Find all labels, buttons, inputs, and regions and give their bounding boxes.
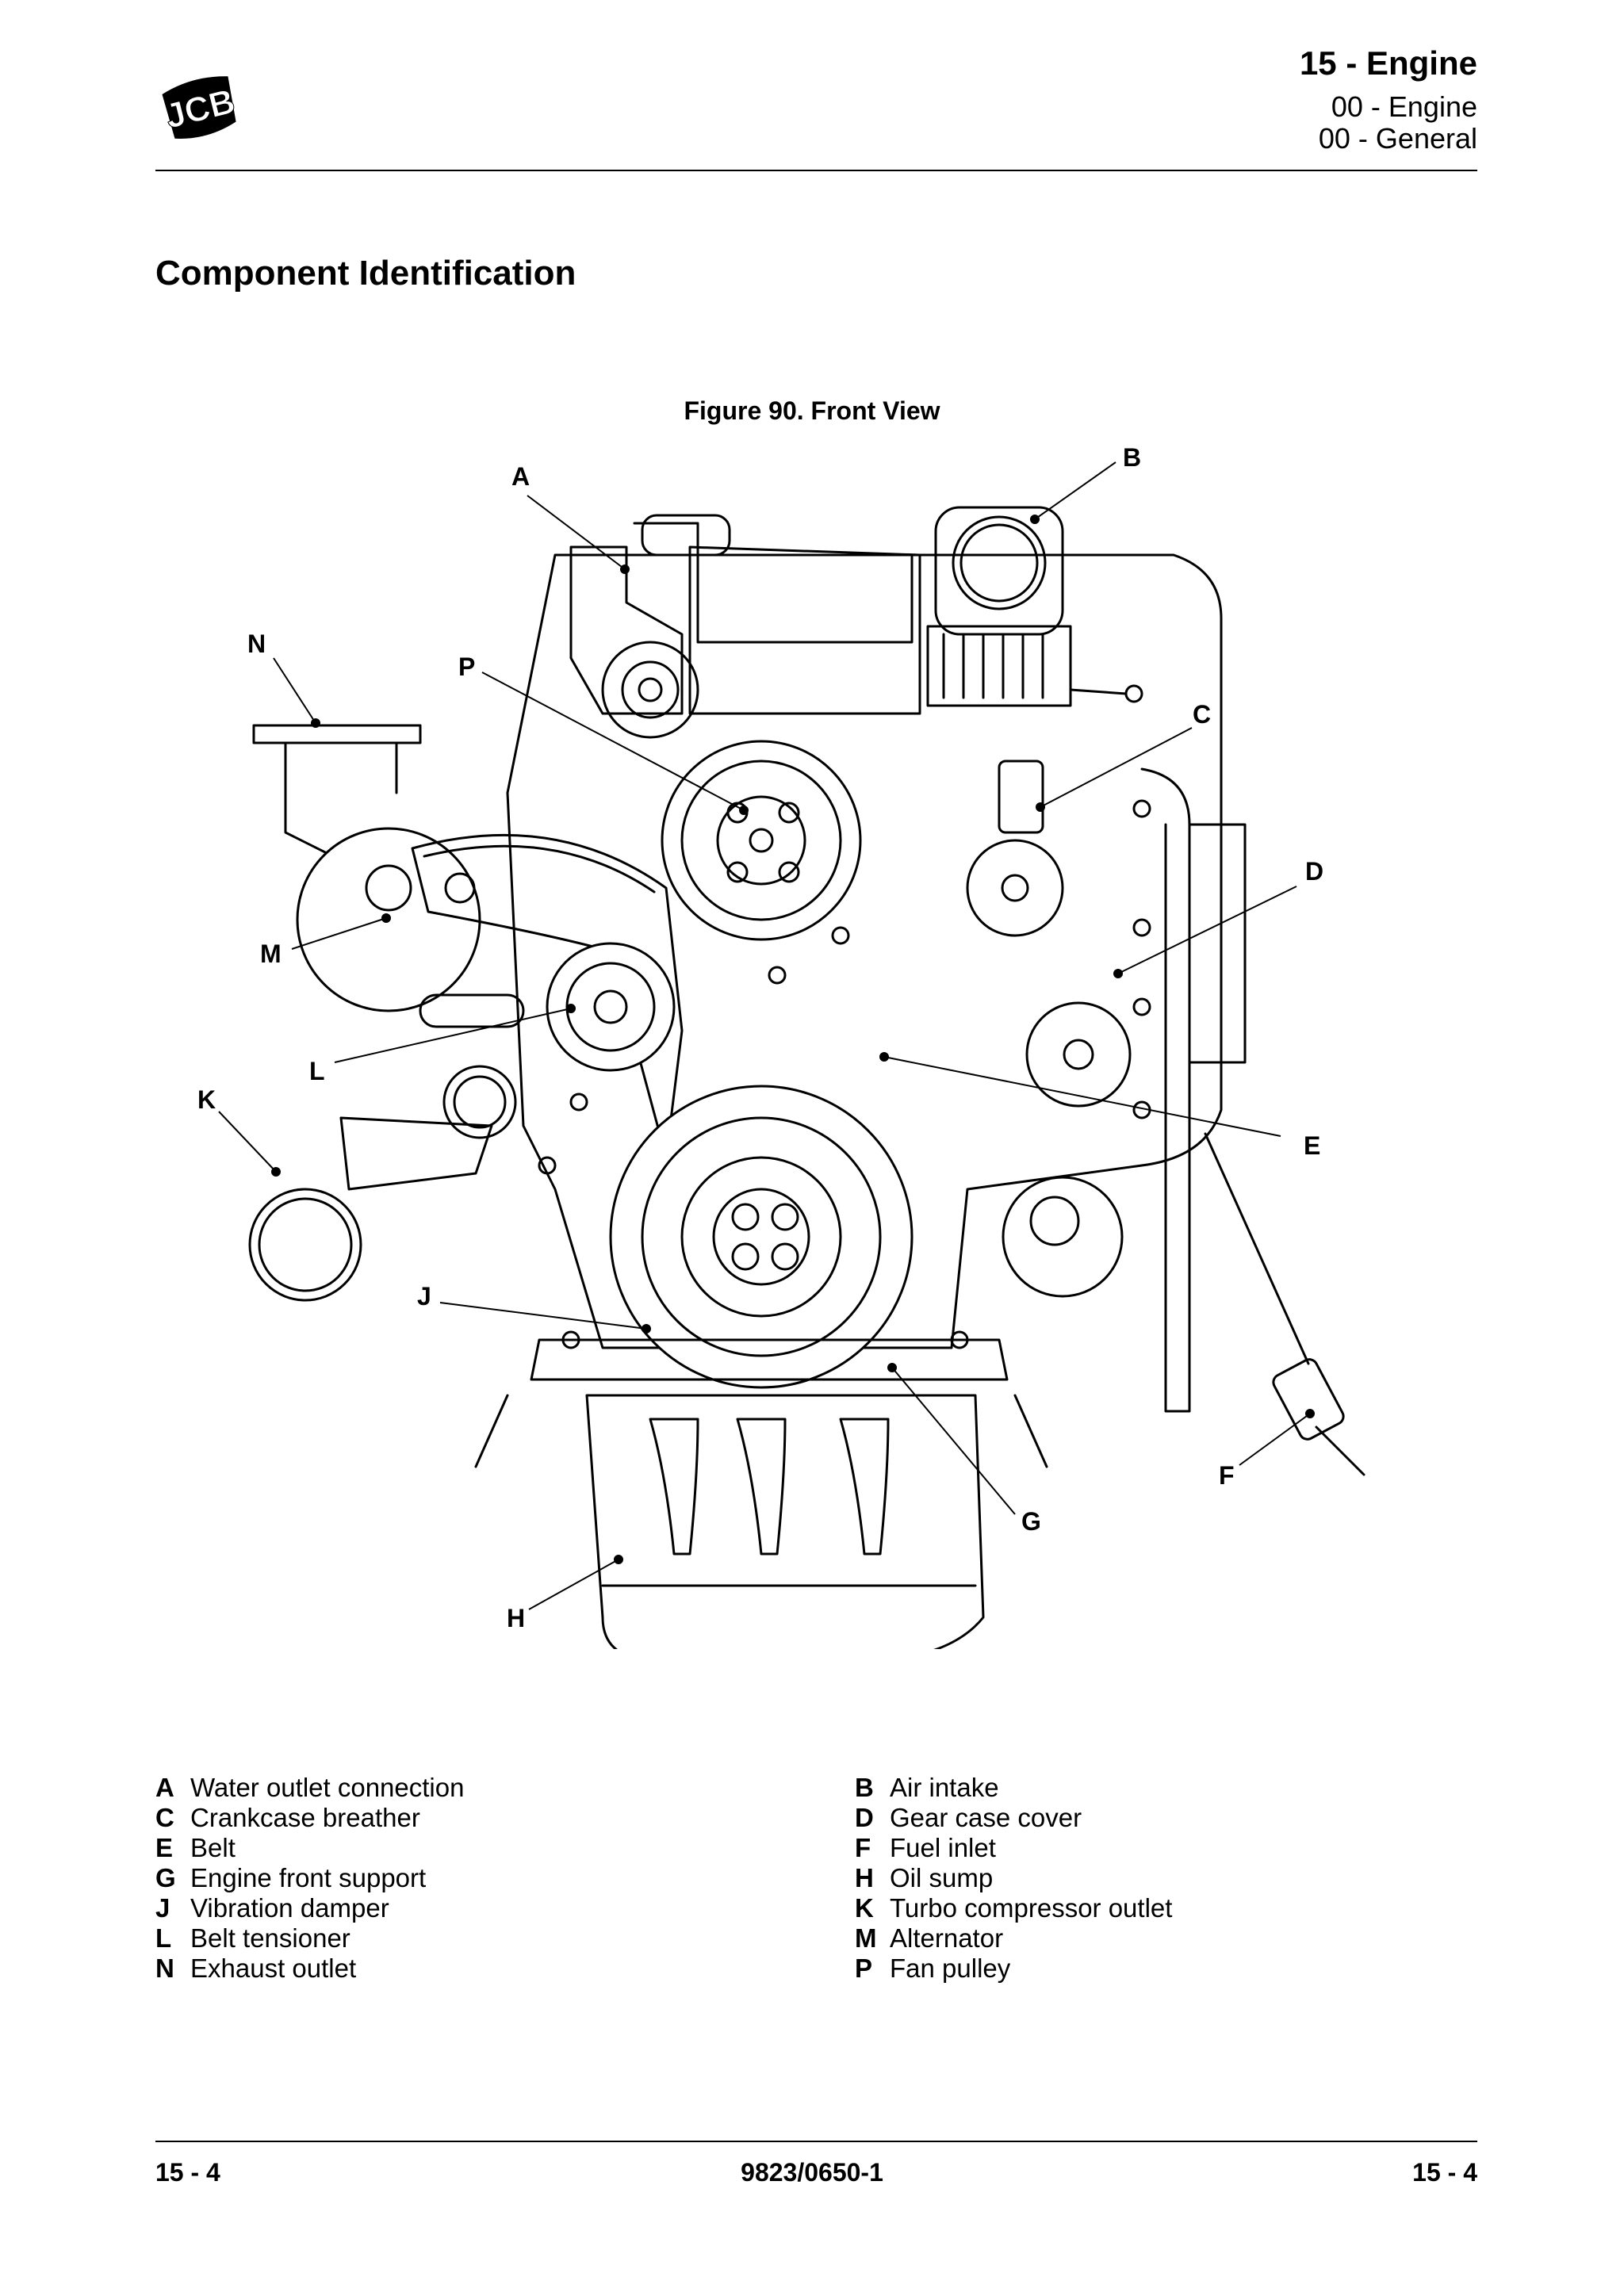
page-title: Component Identification	[155, 254, 576, 293]
callout-l: L	[309, 1057, 325, 1085]
callout-k: K	[197, 1085, 216, 1114]
callout-m: M	[260, 939, 282, 968]
page-number-left: 15 - 4	[155, 2158, 220, 2187]
callout-b: B	[1123, 443, 1141, 472]
jcb-logo: JCB	[161, 76, 239, 139]
topic-heading: 00 - General	[1318, 122, 1477, 155]
engine-front-view-figure: A B C D E F G H J K L M N P	[197, 443, 1365, 1649]
callout-a: A	[511, 462, 530, 491]
callout-d: D	[1305, 857, 1323, 886]
page-number-right: 15 - 4	[1412, 2158, 1477, 2187]
header-rule	[155, 170, 1477, 171]
callout-j: J	[417, 1282, 431, 1311]
footer-rule	[155, 2141, 1477, 2142]
callout-g: G	[1021, 1507, 1041, 1536]
subsection-heading: 00 - Engine	[1331, 90, 1477, 123]
callout-n: N	[247, 629, 266, 658]
callout-p: P	[458, 652, 475, 681]
document-number: 9823/0650-1	[741, 2158, 883, 2187]
callout-c: C	[1193, 700, 1211, 729]
callout-e: E	[1304, 1131, 1320, 1160]
figure-caption: Figure 90. Front View	[684, 396, 940, 425]
callout-h: H	[507, 1604, 525, 1632]
callout-f: F	[1219, 1461, 1235, 1490]
section-heading: 15 - Engine	[1299, 44, 1477, 82]
